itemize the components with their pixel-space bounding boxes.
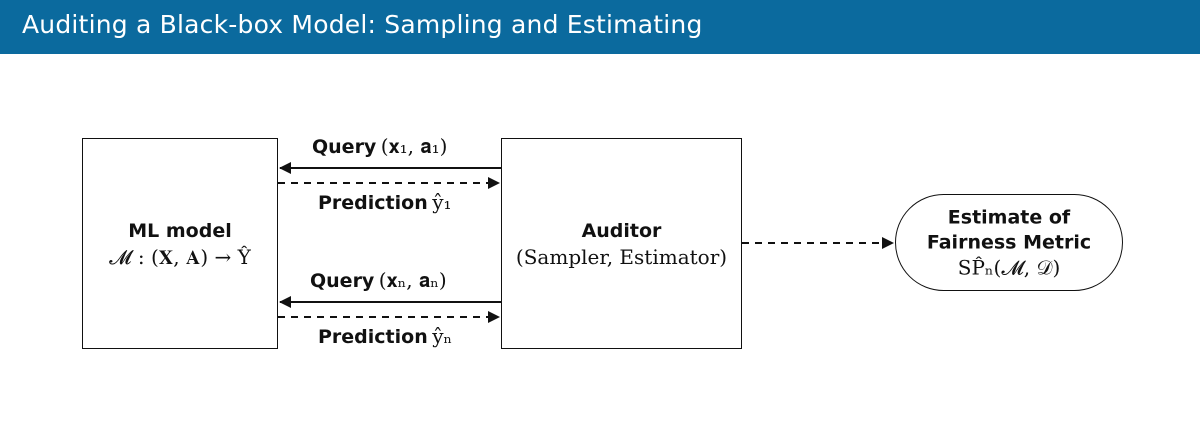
estimate-formula: SP̂ₙ(𝓜, 𝒟) [957, 255, 1061, 279]
auditor-box: Auditor (Sampler, Estimator) [501, 138, 742, 349]
ml-model-formula: 𝓜 : (𝐗, 𝐀) → Ŷ [109, 244, 251, 269]
page-title: Auditing a Black-box Model: Sampling and… [22, 10, 703, 39]
prediction-1-math: ŷ₁ [432, 190, 452, 214]
prediction-n-label: Prediction ŷₙ [318, 324, 452, 348]
query-n-math: (𝐱ₙ, 𝐚ₙ) [378, 268, 447, 292]
estimate-line-2: Fairness Metric [926, 231, 1092, 253]
prediction-1-label: Prediction ŷ₁ [318, 190, 452, 214]
query-1-word: Query [312, 136, 377, 158]
auditor-subtitle: (Sampler, Estimator) [515, 244, 728, 269]
prediction-1-word: Prediction [318, 192, 428, 214]
prediction-n-math: ŷₙ [432, 324, 453, 348]
query-n-word: Query [310, 270, 375, 292]
query-1-label: Query (𝐱₁, 𝐚₁) [312, 134, 447, 158]
title-bar: Auditing a Black-box Model: Sampling and… [0, 0, 1200, 54]
query-1-math: (𝐱₁, 𝐚₁) [380, 134, 448, 158]
prediction-n-word: Prediction [318, 326, 428, 348]
query-n-label: Query (𝐱ₙ, 𝐚ₙ) [310, 268, 447, 292]
auditor-title: Auditor [581, 219, 662, 242]
ml-model-title: ML model [128, 219, 232, 242]
ml-model-box: ML model 𝓜 : (𝐗, 𝐀) → Ŷ [82, 138, 278, 349]
estimate-box: Estimate of Fairness Metric SP̂ₙ(𝓜, 𝒟) [895, 194, 1123, 291]
estimate-line-1: Estimate of [947, 206, 1071, 228]
